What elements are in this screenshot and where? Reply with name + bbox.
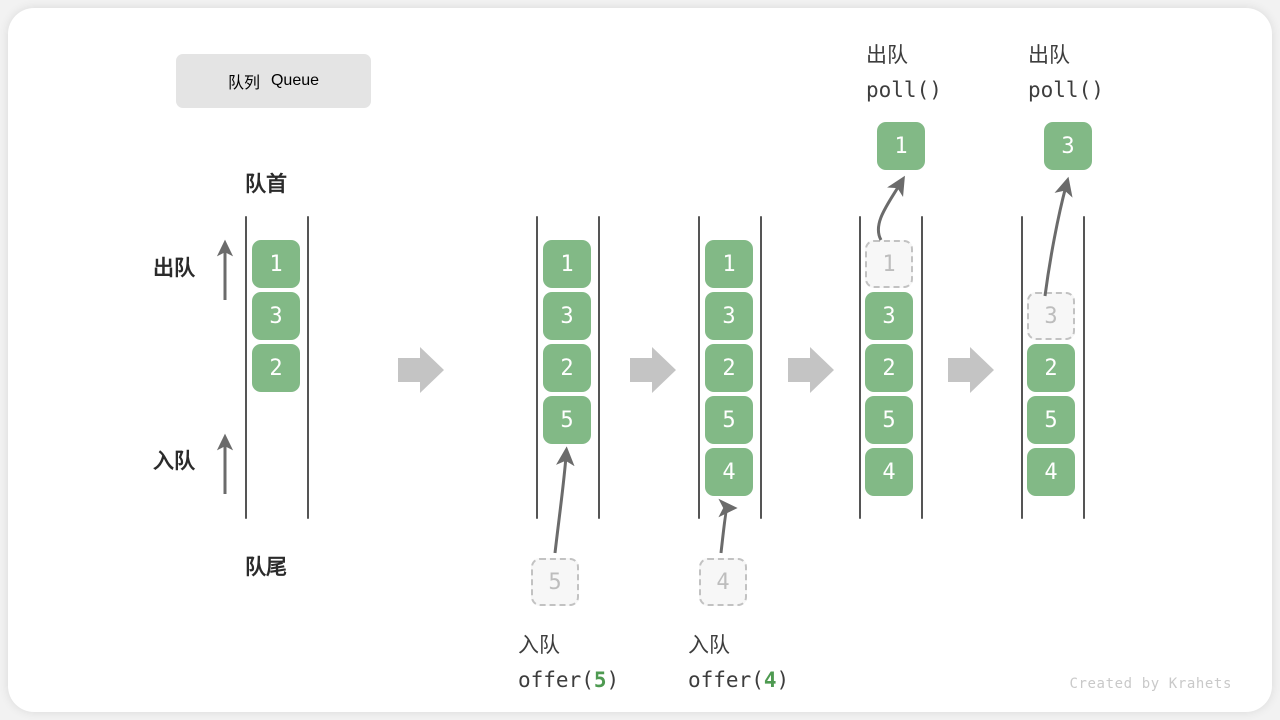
offer-5-flow-arrow <box>553 446 575 554</box>
transition-arrow-4 <box>948 347 994 393</box>
queue-rail-right-1 <box>307 216 309 519</box>
queue-cell: 5 <box>543 396 591 444</box>
poll-2-flow-arrow <box>1043 176 1073 297</box>
queue-cell: 4 <box>865 448 913 496</box>
queue-rail-left-4 <box>859 216 861 519</box>
label-tail: 队尾 <box>245 555 287 579</box>
queue-cell: 2 <box>543 344 591 392</box>
queue-cell: 1 <box>543 240 591 288</box>
title-chinese: 队列 <box>227 75 260 92</box>
outgoing-cell: 3 <box>1044 122 1092 170</box>
op-offer-5-fn-prefix: offer( <box>518 668 594 692</box>
label-enqueue-direction: 入队 <box>153 449 195 473</box>
poll-1-flow-arrow <box>876 175 905 241</box>
transition-arrow-2 <box>630 347 676 393</box>
incoming-ghost-cell: 5 <box>531 558 579 606</box>
op-offer-5-arg: 5 <box>593 668 607 692</box>
op-offer-4-fn-suffix: ) <box>776 668 790 692</box>
queue-cell: 1 <box>252 240 300 288</box>
arrow-layer <box>216 175 1073 554</box>
queue-rail-right-4 <box>921 216 923 519</box>
queue-rail-right-3 <box>760 216 762 519</box>
queue-rail-left-5 <box>1021 216 1023 519</box>
op-poll-1-fn: poll() <box>866 78 942 102</box>
queue-rail-right-2 <box>598 216 600 519</box>
polled-ghost-cell: 1 <box>865 240 913 288</box>
op-poll-2: 出队 poll() <box>1028 38 1104 108</box>
queue-cell: 2 <box>252 344 300 392</box>
queue-cell: 4 <box>1027 448 1075 496</box>
op-poll-1: 出队 poll() <box>866 38 942 108</box>
watermark: Created by Krahets <box>1069 676 1232 692</box>
offer-4-flow-arrow <box>718 498 738 554</box>
queue-rail-left-1 <box>245 216 247 519</box>
op-poll-2-cn: 出队 <box>1028 43 1070 67</box>
polled-ghost-cell: 3 <box>1027 292 1075 340</box>
queue-cell: 3 <box>865 292 913 340</box>
outgoing-cell: 1 <box>877 122 925 170</box>
op-poll-2-fn: poll() <box>1028 78 1104 102</box>
white-card: 队列 Queue 队首 队尾 出队 入队 入队 offer(5) 入队 offe… <box>8 8 1272 712</box>
incoming-ghost-cell: 4 <box>699 558 747 606</box>
op-offer-4-fn-prefix: offer( <box>688 668 764 692</box>
title-english: Queue <box>270 72 320 89</box>
queue-cell: 2 <box>705 344 753 392</box>
op-offer-4: 入队 offer(4) <box>688 628 789 698</box>
queue-cell: 3 <box>705 292 753 340</box>
queue-cell: 5 <box>865 396 913 444</box>
queue-cell: 3 <box>252 292 300 340</box>
op-offer-5: 入队 offer(5) <box>518 628 619 698</box>
queue-rail-left-3 <box>698 216 700 519</box>
queue-cell: 5 <box>1027 396 1075 444</box>
queue-cell: 2 <box>1027 344 1075 392</box>
op-offer-4-cn: 入队 <box>688 633 730 657</box>
op-poll-1-cn: 出队 <box>866 43 908 67</box>
transition-arrow-1 <box>398 347 444 393</box>
label-dequeue-direction: 出队 <box>153 256 195 280</box>
transition-arrow-3 <box>788 347 834 393</box>
diagram-title: 队列 Queue <box>176 54 371 108</box>
op-offer-5-fn-suffix: ) <box>606 668 620 692</box>
op-offer-5-cn: 入队 <box>518 633 560 657</box>
queue-cell: 2 <box>865 344 913 392</box>
queue-cell: 5 <box>705 396 753 444</box>
queue-rail-left-2 <box>536 216 538 519</box>
op-offer-4-arg: 4 <box>763 668 777 692</box>
queue-cell: 1 <box>705 240 753 288</box>
queue-cell: 4 <box>705 448 753 496</box>
queue-cell: 3 <box>543 292 591 340</box>
label-head: 队首 <box>245 172 287 196</box>
queue-rail-right-5 <box>1083 216 1085 519</box>
